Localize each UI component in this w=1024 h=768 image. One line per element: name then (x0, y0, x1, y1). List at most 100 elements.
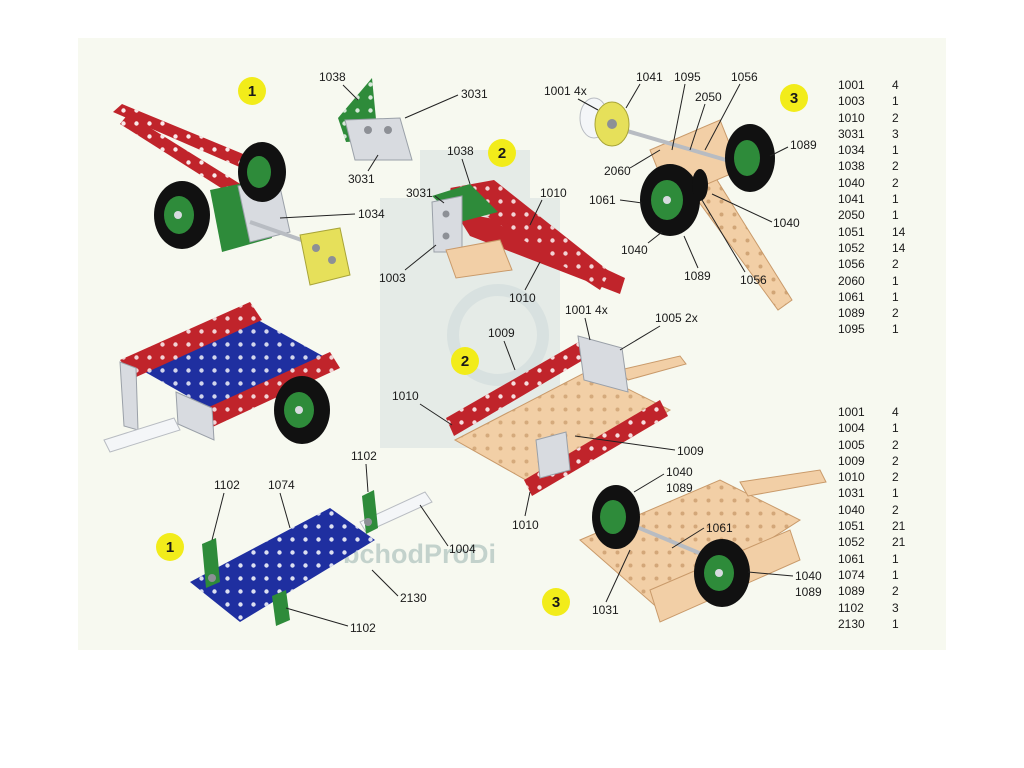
wood-strip (619, 355, 687, 381)
part-quantity: 2 (892, 306, 899, 321)
part-label: 1009 (488, 326, 515, 340)
wood-plate (445, 239, 513, 279)
part-label: 1034 (358, 207, 385, 221)
part-quantity: 2 (892, 502, 899, 517)
part-label: 1102 (350, 621, 376, 635)
silver-bracket (535, 431, 571, 479)
part-code: 1003 (838, 94, 865, 109)
part-quantity: 1 (892, 192, 899, 207)
part-label: 1089 (684, 269, 711, 283)
part-code: 1095 (838, 322, 865, 337)
part-quantity: 1 (892, 616, 899, 631)
part-code: 1051 (838, 224, 865, 239)
part-label: 2050 (695, 90, 722, 104)
part-code: 1010 (838, 110, 865, 125)
svg-text:3: 3 (552, 594, 560, 611)
part-code: 1010 (838, 470, 865, 485)
part-quantity: 3 (892, 126, 899, 141)
part-code: 1005 (838, 437, 865, 452)
part-label: 1102 (214, 478, 240, 492)
green-triangle-plate (432, 184, 498, 222)
part-quantity: 4 (892, 405, 899, 419)
part-quantity: 2 (892, 110, 899, 125)
part-quantity: 2 (892, 437, 899, 452)
part-code: 1061 (838, 551, 865, 566)
part-code: 1052 (838, 535, 865, 550)
part-label: 1010 (540, 186, 567, 200)
part-label: 1102 (351, 449, 377, 463)
part-code: 1009 (838, 453, 865, 468)
part-label: 1010 (392, 389, 419, 403)
part-code: 1040 (838, 502, 865, 517)
part-label: 1009 (677, 444, 704, 458)
part-quantity: 1 (892, 551, 899, 566)
part-quantity: 1 (892, 289, 899, 304)
silver-strip (103, 417, 181, 453)
part-quantity: 1 (892, 143, 899, 158)
part-quantity: 2 (892, 257, 899, 272)
step-badge-a2: 2 (488, 139, 516, 167)
part-label: 2060 (604, 164, 631, 178)
model-a1 (113, 104, 351, 286)
model-a2 (431, 180, 625, 294)
part-label: 3031 (348, 172, 375, 186)
part-quantity: 14 (892, 240, 906, 255)
part-code: 3031 (838, 126, 865, 141)
part-label: 1089 (790, 138, 817, 152)
silver-end-plate (119, 361, 139, 431)
part-label: 1003 (379, 271, 406, 285)
part-label: 1089 (795, 585, 822, 599)
part-label: 1010 (512, 518, 539, 532)
step-badge-b3: 3 (542, 588, 570, 616)
part-label: 1040 (666, 465, 693, 479)
model-a3 (579, 97, 793, 311)
part-code: 1041 (838, 192, 865, 207)
part-code: 1004 (838, 421, 865, 436)
part-quantity: 4 (892, 78, 899, 92)
part-label: 3031 (406, 186, 433, 200)
model-b2 (446, 335, 687, 496)
part-quantity: 1 (892, 273, 899, 288)
part-label: 1040 (773, 216, 800, 230)
part-code: 1038 (838, 159, 865, 174)
svg-text:3: 3 (790, 90, 798, 107)
part-code: 1102 (838, 600, 864, 615)
silver-bracket (431, 195, 463, 253)
part-label: 1061 (706, 521, 733, 535)
detail-a1-bracket (338, 78, 413, 161)
part-label: 1001 4x (544, 84, 587, 98)
part-quantity: 2 (892, 584, 899, 599)
silver-bracket (344, 117, 413, 161)
part-quantity: 1 (892, 208, 899, 223)
green-bracket (272, 590, 290, 626)
part-code: 1061 (838, 289, 865, 304)
part-code: 1089 (838, 584, 865, 599)
part-label: 1074 (268, 478, 295, 492)
part-label: 1005 2x (655, 311, 698, 325)
part-label: 1056 (740, 273, 767, 287)
part-quantity: 21 (892, 519, 906, 534)
part-label: 1040 (795, 569, 822, 583)
part-quantity: 1 (892, 421, 899, 436)
silver-bracket (577, 335, 629, 393)
part-label: 1095 (674, 70, 701, 84)
part-quantity: 21 (892, 535, 906, 550)
part-code: 1056 (838, 257, 865, 272)
part-label: 1031 (592, 603, 619, 617)
step-badge-b2: 2 (451, 347, 479, 375)
part-code: 1001 (838, 78, 865, 92)
green-bracket (202, 538, 220, 588)
part-label: 1041 (636, 70, 663, 84)
part-code: 2130 (838, 616, 865, 631)
part-quantity: 1 (892, 486, 899, 501)
part-code: 1034 (838, 143, 865, 158)
part-quantity: 2 (892, 453, 899, 468)
part-code: 1089 (838, 306, 865, 321)
wood-strip (739, 469, 827, 497)
part-code: 1001 (838, 405, 865, 419)
step-badge-a1: 1 (238, 77, 266, 105)
part-label: 1056 (731, 70, 758, 84)
part-label: 1038 (319, 70, 346, 84)
silver-strip (359, 491, 433, 533)
